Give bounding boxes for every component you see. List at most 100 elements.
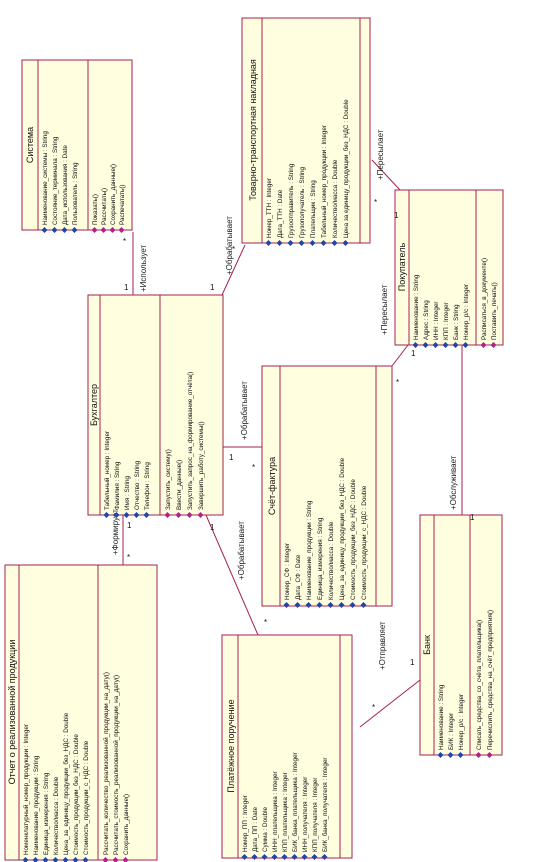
attribute-icon bbox=[305, 602, 312, 608]
mult-peresylaet-ttn-1: 1 bbox=[394, 211, 399, 220]
attribute-icon bbox=[437, 752, 444, 758]
assoc-label-otpravlyaet: +Отправляет bbox=[378, 621, 387, 670]
attribute-icon bbox=[271, 854, 278, 860]
op-otchet-3: Сохранить_данные() bbox=[123, 794, 130, 855]
mult-obrab-platezh-2: * bbox=[264, 618, 267, 627]
attr-platezh-8: КПП_получателя : Integer bbox=[312, 777, 319, 852]
operation-icon bbox=[175, 512, 182, 518]
attr-otchet-3: Единица_измерения : String bbox=[43, 772, 50, 855]
attribute-icon bbox=[311, 854, 318, 860]
op-buhgalter-4: Завершить_работу_системы() bbox=[197, 421, 205, 510]
attr-buhgalter-4: Отчество : String bbox=[134, 460, 141, 510]
operation-icon bbox=[91, 227, 98, 233]
attr-platezh-1: Номер_ПП : Integer bbox=[242, 795, 249, 852]
class-ttn-box bbox=[241, 17, 371, 244]
attribute-icon bbox=[276, 240, 283, 246]
attr-schet-5: Количество/масса : Double bbox=[328, 521, 335, 600]
assoc-line-obrab-ttn bbox=[221, 244, 246, 296]
mult-obrab-platezh-1: 1 bbox=[210, 523, 215, 532]
attribute-icon bbox=[432, 342, 439, 348]
attr-sistema-1: Наименование_системы : String bbox=[42, 131, 49, 225]
class-pokupatel-box bbox=[394, 189, 504, 346]
operation-icon bbox=[490, 342, 497, 348]
attribute-icon bbox=[123, 512, 130, 518]
class-pokupatel-title: Покупатель bbox=[397, 243, 407, 292]
attr-sistema-2: Состояние_терминала : String bbox=[52, 136, 59, 225]
attr-buhgalter-2: Фамилия : String bbox=[114, 461, 121, 510]
attribute-icon bbox=[447, 752, 454, 758]
attr-schet-3: Наименование_продукции : String bbox=[306, 500, 313, 600]
class-platezh: Платёжное поручение Номер_ПП : Integer Д… bbox=[221, 634, 353, 859]
attr-bank-1: Наименование : String bbox=[438, 684, 445, 750]
class-buhgalter-box bbox=[87, 294, 224, 516]
attr-pokupatel-2: Адрес : String bbox=[423, 300, 430, 340]
class-otchet-box bbox=[4, 564, 158, 861]
attr-otchet-7: Стоимость_продукции_с_НДС : Double bbox=[83, 740, 90, 855]
attr-ttn-6: Табельный_номер_продукции : Integer bbox=[320, 125, 328, 238]
mult-otpravlyaet-2: * bbox=[372, 703, 375, 712]
attr-platezh-3: Сумма : Double bbox=[262, 807, 269, 852]
attribute-icon bbox=[412, 342, 419, 348]
attr-schet-2: Дата_СФ : Date bbox=[295, 554, 302, 600]
attribute-icon bbox=[291, 854, 298, 860]
attribute-icon bbox=[331, 240, 338, 246]
class-schet: Счёт-фактура Номер_СФ : Integer Дата_СФ … bbox=[261, 365, 393, 607]
op-pokupatel-2: Поставить_печать() bbox=[491, 282, 498, 340]
assoc-label-ispolzuet: +Использует bbox=[139, 244, 148, 292]
class-ttn-title: Товарно-транспортная накладная bbox=[248, 59, 258, 201]
attr-pokupatel-1: Наименование : String bbox=[413, 274, 420, 340]
operation-icon bbox=[102, 857, 109, 862]
member-icons bbox=[22, 227, 497, 862]
attr-schet-6: Цена_за_единицу_продукции_без_НДС : Doub… bbox=[338, 457, 346, 600]
attribute-icon bbox=[442, 342, 449, 348]
attribute-icon bbox=[261, 854, 268, 860]
attribute-icon bbox=[309, 240, 316, 246]
attribute-icon bbox=[457, 752, 464, 758]
attr-schet-7: Стоимость_продукции_без_НДС : Double bbox=[349, 479, 357, 600]
attribute-icon bbox=[452, 342, 459, 348]
mult-obrab-schet-1: 1 bbox=[229, 453, 234, 462]
class-bank: Банк Наименование : String БИК : Integer… bbox=[419, 514, 503, 756]
attribute-icon bbox=[422, 342, 429, 348]
class-sistema-box bbox=[21, 59, 133, 231]
op-sistema-2: Рассчитать() bbox=[101, 188, 108, 225]
attr-otchet-5: Цена_за_единицу_продукции_без_НДС : Doub… bbox=[62, 712, 70, 855]
attribute-icon bbox=[321, 854, 328, 860]
assoc-line-peresylaet-ttn bbox=[371, 159, 401, 191]
attr-otchet-1: Номенклатурный_номер_продукции : Integer bbox=[22, 724, 30, 855]
mult-obrab-ttn-2: * bbox=[232, 245, 235, 254]
operation-icon bbox=[100, 227, 107, 233]
class-sistema: Система Наименование_системы : String Со… bbox=[21, 59, 133, 231]
attribute-icon bbox=[52, 857, 59, 862]
class-buhgalter: Бухгалтер Табельный_номер : Integer Фами… bbox=[87, 294, 224, 516]
attr-sistema-4: Пользователь : String bbox=[72, 162, 79, 225]
attribute-icon bbox=[327, 602, 334, 608]
class-pokupatel: Покупатель Наименование : String Адрес :… bbox=[394, 189, 504, 346]
attr-otchet-4: Количество/масса : Double bbox=[53, 776, 60, 855]
class-sistema-title: Система bbox=[25, 127, 35, 163]
operation-icon bbox=[186, 512, 193, 518]
attr-platezh-6: БИК_банка_плательщика : Integer bbox=[291, 752, 299, 852]
attr-ttn-1: Номер_ТТН : Integer bbox=[266, 178, 273, 238]
attr-sistema-3: Дата_использования : Date bbox=[62, 145, 69, 225]
operation-icon bbox=[112, 857, 119, 862]
assoc-label-obsluzhivaet: +Обслуживает bbox=[449, 455, 458, 510]
attribute-icon bbox=[320, 240, 327, 246]
attribute-icon bbox=[251, 854, 258, 860]
op-sistema-1: Показать() bbox=[92, 194, 99, 225]
attribute-icon bbox=[103, 512, 110, 518]
attribute-icon bbox=[316, 602, 323, 608]
attr-buhgalter-3: Имя : String bbox=[124, 476, 131, 510]
op-bank-2: Перечислить_средства_на_счёт_предприятия… bbox=[487, 610, 494, 750]
op-sistema-4: Распечатать() bbox=[119, 184, 126, 225]
attr-platezh-5: КПП_плательщика : Integer bbox=[282, 772, 289, 852]
mult-otpravlyaet-1: 1 bbox=[410, 658, 415, 667]
attr-buhgalter-5: Телефон : String bbox=[144, 462, 151, 510]
attribute-icon bbox=[265, 240, 272, 246]
attribute-icon bbox=[61, 227, 68, 233]
attribute-icon bbox=[22, 857, 29, 862]
op-otchet-2: Рассчитать_стоимость_реализованной_проду… bbox=[112, 675, 120, 855]
attribute-icon bbox=[360, 602, 367, 608]
attribute-icon bbox=[241, 854, 248, 860]
class-ttn: Товарно-транспортная накладная Номер_ТТН… bbox=[241, 17, 371, 244]
